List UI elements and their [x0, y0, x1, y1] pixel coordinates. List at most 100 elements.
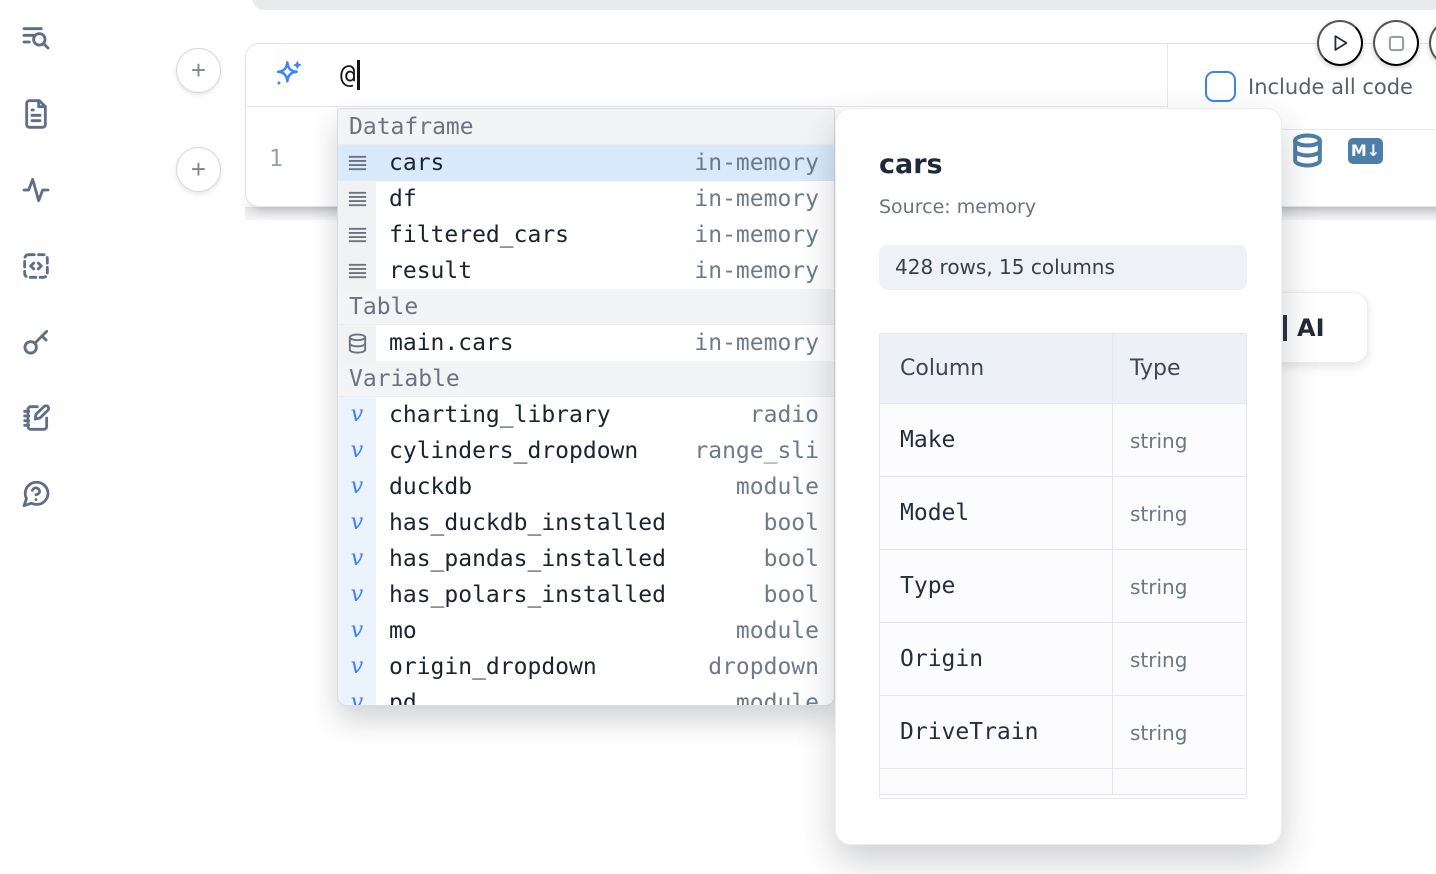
option-type: module: [735, 474, 819, 500]
variable-icon: v: [338, 577, 376, 613]
autocomplete-option[interactable]: v has_polars_installed bool: [338, 577, 834, 613]
ai-card-label: AI: [1297, 313, 1325, 342]
option-name: main.cars: [389, 330, 514, 356]
option-name: cylinders_dropdown: [389, 438, 639, 464]
option-name: df: [389, 186, 417, 212]
autocomplete-option[interactable]: filtered_cars in-memory: [338, 217, 834, 253]
schema-rows: Make string Model string Type string Ori…: [880, 404, 1246, 769]
option-name: has_duckdb_installed: [389, 510, 666, 536]
group-header-variable: Variable: [338, 361, 834, 397]
option-name: charting_library: [389, 402, 611, 428]
include-all-code-label: Include all code: [1248, 74, 1413, 99]
ai-card-partial-glyph: [1283, 314, 1287, 341]
column-name: Origin: [880, 623, 1113, 695]
column-name: Type: [880, 550, 1113, 622]
list-search-icon[interactable]: [18, 20, 54, 56]
option-type: in-memory: [694, 150, 819, 176]
ai-prompt-row[interactable]: @: [246, 44, 1167, 107]
option-type: range_sli: [694, 438, 819, 464]
column-type: string: [1130, 575, 1188, 599]
autocomplete-option[interactable]: v has_duckdb_installed bool: [338, 505, 834, 541]
ai-prompt-input[interactable]: @: [340, 60, 360, 90]
autocomplete-option[interactable]: v mo module: [338, 613, 834, 649]
add-cell-above-button[interactable]: +: [176, 48, 221, 93]
autocomplete-option[interactable]: result in-memory: [338, 253, 834, 289]
run-cell-button[interactable]: [1317, 20, 1363, 66]
file-document-icon[interactable]: [18, 96, 54, 132]
help-chat-icon[interactable]: [18, 476, 54, 512]
autocomplete-option[interactable]: v origin_dropdown dropdown: [338, 649, 834, 685]
option-type: in-memory: [694, 258, 819, 284]
schema-row-clipped: [880, 769, 1246, 795]
variable-icon: v: [338, 541, 376, 577]
option-name: mo: [389, 618, 417, 644]
ai-prompt-value: @: [340, 60, 356, 90]
column-type: string: [1130, 721, 1188, 745]
option-type: module: [735, 618, 819, 644]
database-icon: [338, 325, 376, 361]
include-all-code-checkbox[interactable]: [1205, 71, 1236, 102]
variable-icon: v: [338, 613, 376, 649]
autocomplete-option[interactable]: v duckdb module: [338, 469, 834, 505]
text-cursor: [356, 60, 360, 90]
column-type: string: [1130, 648, 1188, 672]
variable-icon: v: [338, 397, 376, 433]
option-type: module: [735, 690, 819, 706]
sidebar: [18, 20, 58, 512]
activity-icon[interactable]: [18, 172, 54, 208]
add-cell-below-button[interactable]: +: [176, 147, 221, 192]
variable-icon: v: [338, 433, 376, 469]
autocomplete-option[interactable]: v has_pandas_installed bool: [338, 541, 834, 577]
preview-source: Source: memory: [879, 196, 1037, 218]
schema-row: Make string: [880, 404, 1246, 477]
dataframe-rows-icon: [338, 181, 376, 217]
code-editor-row[interactable]: 1 M↓: [246, 108, 1436, 206]
previous-cell-edge: [252, 0, 1436, 10]
option-name: origin_dropdown: [389, 654, 597, 680]
variable-icon: v: [338, 505, 376, 541]
schema-row: DriveTrain string: [880, 696, 1246, 769]
option-type: bool: [763, 582, 819, 608]
variable-icon: v: [338, 469, 376, 505]
key-icon[interactable]: [18, 324, 54, 360]
clipped-option[interactable]: v pd module: [338, 685, 834, 706]
variable-icon: v: [338, 649, 376, 685]
variable-icon: v: [338, 685, 376, 705]
option-name: result: [389, 258, 473, 284]
option-name: has_polars_installed: [389, 582, 666, 608]
option-name: cars: [389, 150, 445, 176]
autocomplete-option[interactable]: v charting_library radio: [338, 397, 834, 433]
preview-schema-table: Column Type Make string Model string Typ…: [879, 333, 1247, 799]
autocomplete-option[interactable]: v cylinders_dropdown range_sli: [338, 433, 834, 469]
line-number: 1: [269, 146, 283, 172]
option-type: in-memory: [694, 222, 819, 248]
dataframe-rows-icon: [338, 253, 376, 289]
ai-sparkle-icon: [272, 59, 304, 91]
variable-group: v charting_library radio v cylinders_dro…: [338, 397, 834, 685]
type-header: Type: [1130, 356, 1181, 381]
group-header-table: Table: [338, 289, 834, 325]
option-type: bool: [763, 546, 819, 572]
table-group: main.cars in-memory: [338, 325, 834, 361]
option-type: dropdown: [708, 654, 819, 680]
column-name: Model: [880, 477, 1113, 549]
preview-title: cars: [879, 149, 943, 180]
dataframe-group: cars in-memory df in-memory filtered_car…: [338, 145, 834, 289]
column-header: Column: [880, 334, 1113, 403]
markdown-icon[interactable]: M↓: [1348, 137, 1383, 164]
code-square-icon[interactable]: [18, 248, 54, 284]
datasource-icon[interactable]: [1289, 132, 1326, 169]
autocomplete-dropdown: Dataframe cars in-memory df in-memory fi…: [337, 108, 835, 706]
option-type: in-memory: [694, 186, 819, 212]
notebook-pen-icon[interactable]: [18, 400, 54, 436]
option-name: has_pandas_installed: [389, 546, 666, 572]
column-name: DriveTrain: [880, 696, 1113, 768]
stop-cell-button[interactable]: [1373, 20, 1419, 66]
autocomplete-option[interactable]: cars in-memory: [338, 145, 834, 181]
schema-row: Type string: [880, 550, 1246, 623]
autocomplete-option[interactable]: main.cars in-memory: [338, 325, 834, 361]
play-icon: [1334, 35, 1348, 51]
option-name: filtered_cars: [389, 222, 570, 248]
column-type: string: [1130, 429, 1188, 453]
autocomplete-option[interactable]: df in-memory: [338, 181, 834, 217]
